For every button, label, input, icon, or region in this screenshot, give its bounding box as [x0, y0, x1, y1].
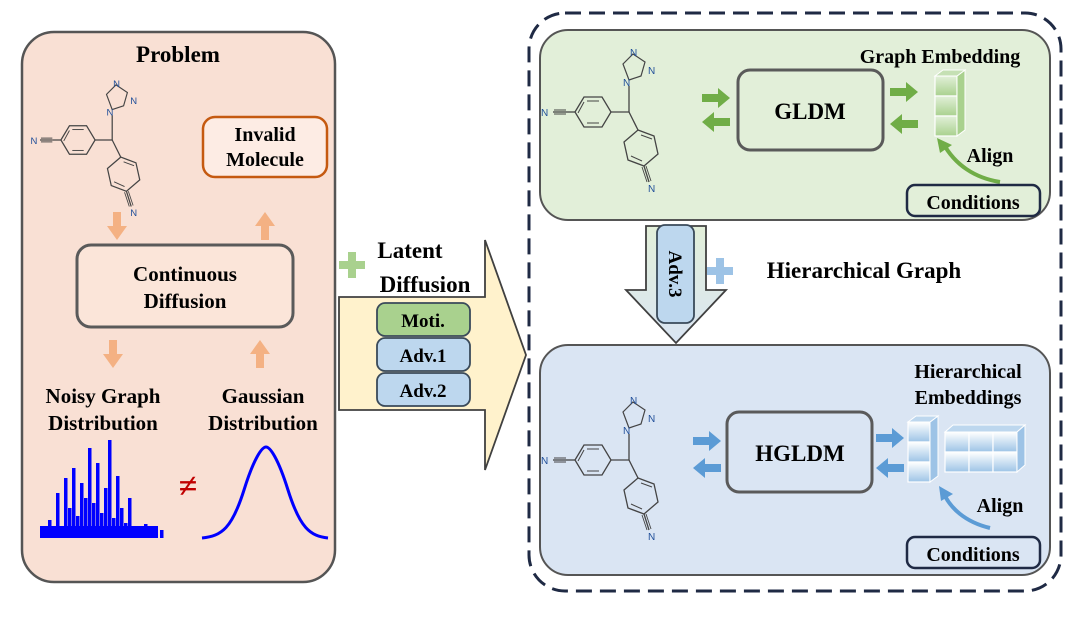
hierarchical-embedding-cubes — [906, 415, 1027, 483]
latent-label-line1: Latent — [377, 238, 443, 263]
histogram-bar — [72, 468, 76, 538]
arrow-down-icon — [107, 212, 127, 240]
gldm-label: GLDM — [774, 99, 846, 124]
arrow-right-icon — [693, 431, 721, 451]
histogram-bar — [64, 478, 68, 538]
histogram-bar — [96, 463, 100, 538]
adv1-label: Adv.1 — [400, 346, 447, 367]
not-equal-icon: ≠ — [179, 468, 198, 505]
arrow-down-icon — [103, 340, 123, 368]
green-arrows-right — [890, 82, 918, 134]
noisy-graph-label-line1: Noisy Graph — [46, 384, 161, 408]
arrow-left-icon — [702, 112, 730, 132]
nitrogen-label: N — [630, 48, 637, 59]
nitrogen-label: N — [106, 107, 113, 118]
nitrogen-label: N — [623, 426, 630, 437]
moti-box — [376, 302, 471, 337]
molecule-structure-hgldm: N N N N N — [541, 396, 659, 543]
arrow-up-icon — [255, 212, 275, 240]
nitrogen-label: N — [130, 208, 137, 219]
histogram-bar — [116, 476, 120, 538]
blue-arrows-left — [693, 431, 721, 478]
histogram-bar — [68, 508, 72, 538]
nitrogen-label: N — [648, 414, 655, 425]
histogram-bar — [56, 493, 60, 538]
align-label: Align — [977, 495, 1024, 517]
nitrogen-label: N — [623, 78, 630, 89]
nitrogen-label: N — [648, 184, 655, 195]
noisy-histogram — [40, 440, 164, 538]
adv1-box — [376, 337, 471, 372]
continuous-diffusion-label-line1: Continuous — [133, 262, 237, 286]
invalid-molecule-label-line2: Molecule — [226, 149, 304, 171]
arrow-left-icon — [876, 458, 904, 478]
histogram-bar — [120, 508, 124, 538]
latent-label-line2: Diffusion — [380, 272, 471, 297]
gldm-box — [736, 68, 885, 152]
arrow-right-icon — [876, 428, 904, 448]
histogram-bar — [160, 530, 164, 538]
align-arrowhead-icon — [937, 138, 952, 153]
proposed-method-container — [527, 11, 1063, 593]
green-arrows-left — [702, 88, 730, 132]
adv3-box — [656, 224, 695, 324]
histogram-bar — [108, 440, 112, 538]
histogram-bar — [100, 513, 104, 538]
problem-title: Problem — [136, 42, 220, 67]
nitrogen-label: N — [648, 532, 655, 543]
arrow-left-icon — [693, 458, 721, 478]
nitrogen-label: N — [130, 96, 137, 107]
hierarchical-embeddings-label-line2: Embeddings — [915, 387, 1022, 409]
nitrogen-label: N — [630, 396, 637, 407]
align-arrow-icon — [941, 142, 1001, 184]
histogram-bar — [84, 498, 88, 538]
arrow-right-icon — [702, 88, 730, 108]
graph-embedding-label: Graph Embedding — [860, 46, 1021, 68]
adv2-label: Adv.2 — [400, 381, 447, 402]
adv3-label: Adv.3 — [664, 251, 685, 298]
nitrogen-label: N — [541, 108, 548, 119]
graph-embedding-cubes — [933, 69, 967, 137]
arrow-right-icon — [890, 82, 918, 102]
histogram-bar — [104, 488, 108, 538]
conditions-box — [905, 183, 1042, 218]
histogram-base — [40, 526, 158, 538]
conditions-label: Conditions — [926, 192, 1020, 214]
nitrogen-label: N — [541, 456, 548, 467]
histogram-bar — [88, 448, 92, 538]
hgldm-label: HGLDM — [755, 441, 845, 466]
molecule-structure-gldm: N N N N N — [541, 48, 659, 195]
invalid-molecule-box — [201, 115, 329, 179]
noisy-graph-label-line2: Distribution — [48, 411, 158, 435]
conditions-box — [905, 535, 1042, 570]
orange-arrows — [103, 212, 275, 368]
adv2-box — [376, 372, 471, 407]
hierarchical-graph-label: Hierarchical Graph — [767, 258, 962, 283]
hgldm-box — [725, 410, 874, 494]
align-arrowhead-icon — [939, 486, 953, 501]
histogram-bar — [80, 483, 84, 538]
nitrogen-label: N — [113, 79, 120, 90]
blue-arrows-right — [876, 428, 904, 478]
nitrogen-label: N — [31, 136, 38, 147]
hierarchical-embeddings-label-line1: Hierarchical — [914, 361, 1022, 383]
nitrogen-label: N — [648, 66, 655, 77]
moti-label: Moti. — [401, 311, 445, 332]
plus-icon — [707, 258, 733, 284]
histogram-bar — [92, 503, 96, 538]
arrow-up-icon — [250, 340, 270, 368]
plus-icon — [339, 252, 365, 278]
molecule-structure-problem: N N N N N — [31, 79, 141, 219]
histogram-bar — [128, 498, 132, 538]
gaussian-label-line2: Distribution — [208, 411, 318, 435]
invalid-molecule-label-line1: Invalid — [234, 124, 295, 146]
arrow-left-icon — [890, 114, 918, 134]
gaussian-curve — [201, 445, 329, 540]
align-label: Align — [967, 145, 1014, 167]
continuous-diffusion-label-line2: Diffusion — [144, 289, 227, 313]
gaussian-label-line1: Gaussian — [222, 384, 305, 408]
conditions-label: Conditions — [926, 544, 1020, 566]
continuous-diffusion-box — [75, 243, 295, 329]
